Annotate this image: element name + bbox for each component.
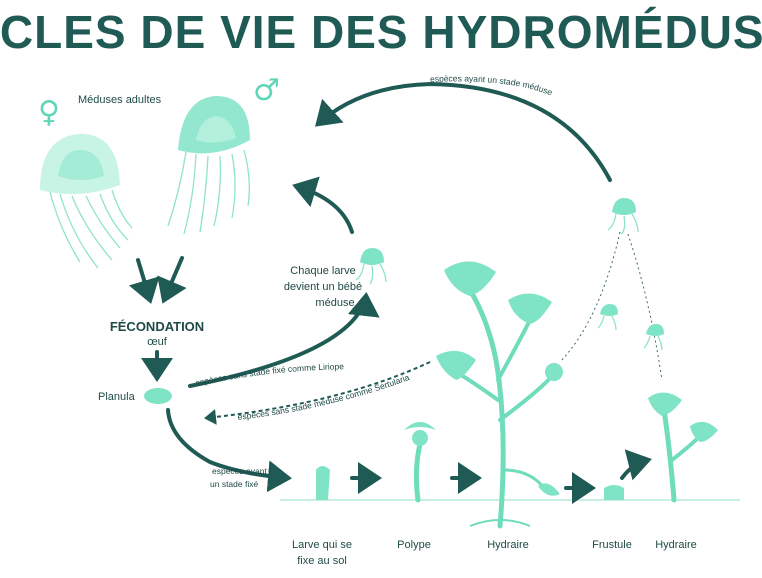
label-fixe-2: fixe au sol — [297, 555, 347, 567]
frustule-icon — [604, 485, 624, 500]
hydraire-small-icon — [648, 392, 718, 503]
label-hydraire-2: Hydraire — [655, 539, 697, 551]
page-title: CYCLES DE VIE DES HYDROMÉDUSES — [0, 6, 762, 58]
planula-icon — [144, 388, 172, 404]
arrow-male-to-fecondation — [157, 256, 187, 304]
fixed-larva-icon — [316, 466, 330, 500]
baby-medusa-icon — [355, 248, 387, 285]
small-medusa-icon — [597, 304, 618, 331]
arrow-label-sertularia: espèces sans stade méduse comme Sertular… — [237, 372, 411, 422]
label-hydraire-1: Hydraire — [487, 539, 529, 551]
dotted-line-2 — [627, 233, 663, 381]
label-fecondation: FÉCONDATION — [110, 319, 204, 334]
label-larve-3: méduse — [315, 297, 354, 309]
label-fixe-1: Larve qui se — [292, 539, 352, 551]
small-medusa-icon-2 — [643, 324, 664, 351]
dotted-line-1 — [559, 231, 621, 363]
arrow-label-fixe-1: espèces ayant — [212, 466, 267, 476]
arrow-liriope — [188, 292, 380, 388]
arrow-fixed-stage — [166, 408, 292, 493]
arrow-sertularia — [204, 361, 431, 425]
label-planula: Planula — [98, 391, 136, 403]
arrow-frustule-to-hydraire — [620, 449, 652, 481]
arrow-label-fixe-2: un stade fixé — [210, 479, 258, 489]
male-symbol-icon: ♂ — [253, 73, 280, 108]
label-oeuf: œuf — [147, 336, 168, 348]
female-symbol-icon: ♀ — [38, 95, 60, 130]
label-larve-1: Chaque larve — [290, 265, 355, 277]
arrow-baby-to-adult — [292, 176, 354, 234]
male-medusa-icon — [167, 96, 250, 235]
polype-icon — [404, 422, 436, 503]
female-medusa-icon — [40, 133, 133, 269]
label-adults: Méduses adultes — [78, 94, 162, 106]
arrow-female-to-fecondation — [128, 258, 160, 304]
label-frustule: Frustule — [592, 539, 632, 551]
hydraire-colony-icon — [436, 261, 563, 529]
label-larve-2: devient un bébé — [284, 281, 362, 293]
arrow-medusa-stage — [315, 81, 612, 182]
label-polype: Polype — [397, 539, 431, 551]
released-medusa-icon — [607, 198, 639, 235]
